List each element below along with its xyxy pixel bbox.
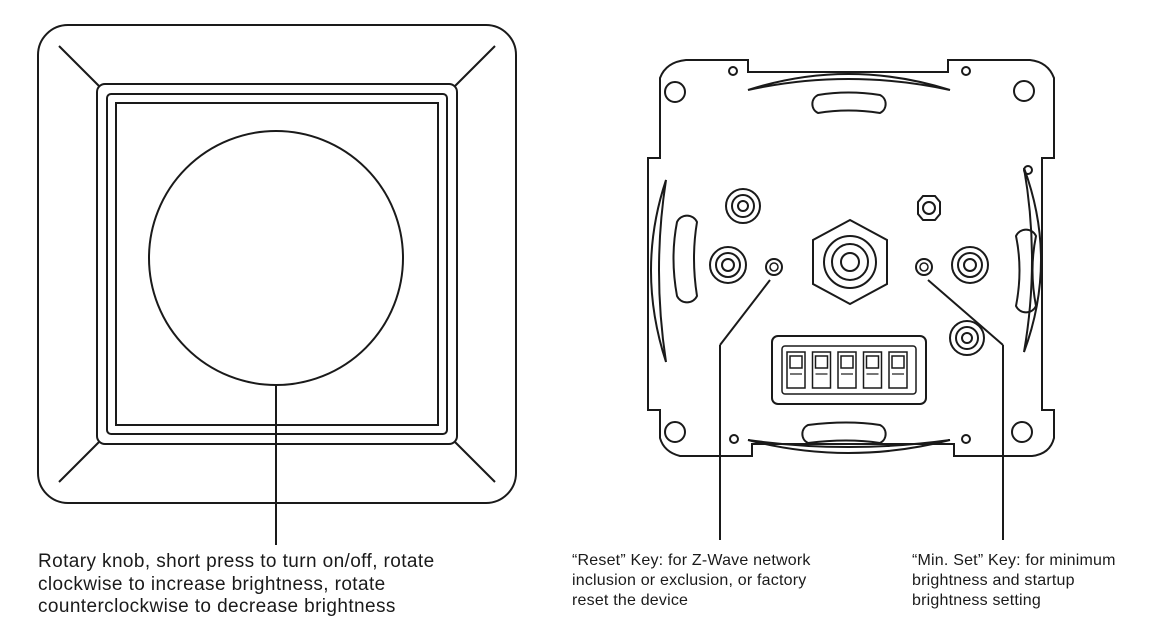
dip-switch[interactable] bbox=[837, 351, 857, 389]
knob-description: Rotary knob, short press to turn on/off,… bbox=[38, 551, 435, 617]
dip-switch[interactable] bbox=[811, 351, 832, 389]
side-holes bbox=[728, 66, 1033, 444]
mounting-arc-slots bbox=[650, 73, 1042, 454]
terminal-screws bbox=[709, 188, 989, 356]
min-set-key[interactable] bbox=[915, 258, 933, 276]
reset-leader-line bbox=[719, 279, 771, 346]
min-set-leader-line bbox=[927, 279, 1004, 346]
dip-switch[interactable] bbox=[888, 351, 908, 389]
mounting-plate-outline bbox=[647, 59, 1055, 457]
dip-switch[interactable] bbox=[786, 351, 806, 389]
dip-switch[interactable] bbox=[862, 351, 883, 389]
front-plate-frame bbox=[106, 93, 448, 435]
bevel-corner-lines bbox=[58, 45, 496, 483]
reset-key-description: “Reset” Key: for Z-Wave network inclusio… bbox=[572, 552, 811, 609]
hex-shaft-nut bbox=[812, 218, 888, 306]
reset-key-inner bbox=[769, 262, 779, 272]
dip-switch-block bbox=[771, 335, 927, 405]
rotary-knob[interactable] bbox=[148, 130, 404, 386]
min-set-key-description: “Min. Set” Key: for minimum brightness a… bbox=[912, 552, 1116, 609]
back-module bbox=[647, 59, 1055, 540]
min-set-key-inner bbox=[919, 262, 929, 272]
dip-switches bbox=[786, 351, 908, 389]
front-plate-inner bbox=[115, 102, 439, 426]
reset-key[interactable] bbox=[765, 258, 783, 276]
corner-screw-holes bbox=[664, 80, 1035, 443]
small-octagon-screw bbox=[917, 195, 941, 221]
keyhole-slots bbox=[672, 91, 1038, 445]
front-panel bbox=[37, 24, 517, 545]
